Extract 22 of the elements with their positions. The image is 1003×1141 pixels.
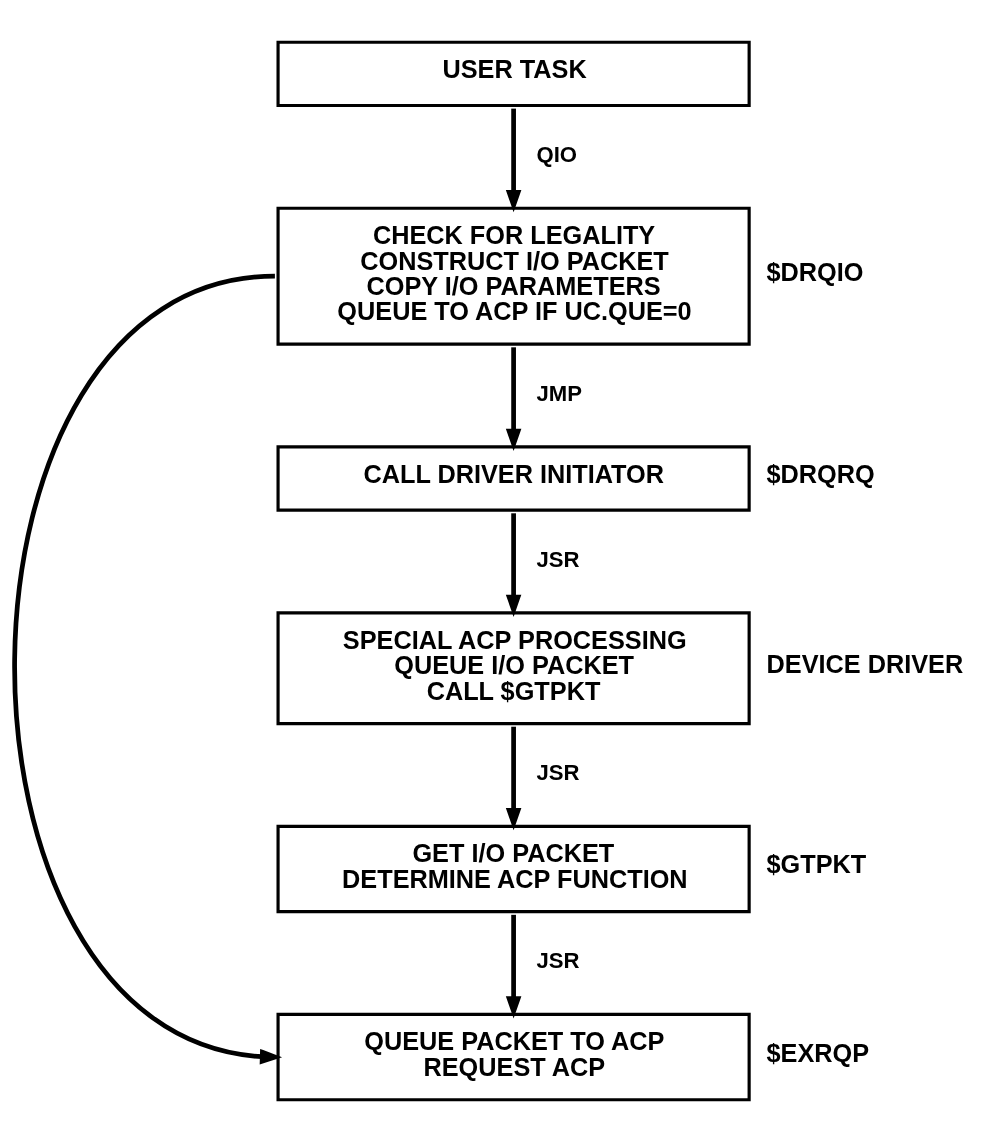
arrow bbox=[505, 346, 522, 451]
node-box: CHECK FOR LEGALITY CONSTRUCT I/O PACKET COPY I/O PARAMETERS QUEUE TO ACP IF UC.QUE=0 bbox=[276, 206, 751, 346]
node-label: $EXRQP bbox=[766, 1038, 870, 1067]
node-box: SPECIAL ACP PROCESSING QUEUE I/O PACKET CALL $GTPKT bbox=[276, 610, 751, 725]
node-label: $GTPKT bbox=[766, 849, 867, 878]
arrow bbox=[12, 273, 283, 1064]
arrow bbox=[505, 512, 522, 617]
arrow bbox=[505, 108, 522, 212]
node-label: $DRQRQ bbox=[766, 459, 875, 488]
edge-label: JSR bbox=[536, 546, 580, 572]
node-label: DEVICE DRIVER bbox=[766, 649, 964, 678]
edge-label: JSR bbox=[536, 759, 580, 785]
edge-label: QIO bbox=[536, 141, 578, 167]
arrow bbox=[505, 726, 522, 830]
node-label: $DRQIO bbox=[766, 257, 864, 286]
node-box: GET I/O PACKET DETERMINE ACP FUNCTION bbox=[276, 824, 751, 913]
node-box: USER TASK bbox=[276, 40, 751, 107]
node-box: QUEUE PACKET TO ACP REQUEST ACP bbox=[276, 1012, 751, 1101]
node-box: CALL DRIVER INITIATOR bbox=[276, 444, 751, 512]
edge-label: JSR bbox=[536, 947, 580, 973]
edge-label: JMP bbox=[536, 380, 583, 406]
arrow bbox=[505, 914, 522, 1018]
